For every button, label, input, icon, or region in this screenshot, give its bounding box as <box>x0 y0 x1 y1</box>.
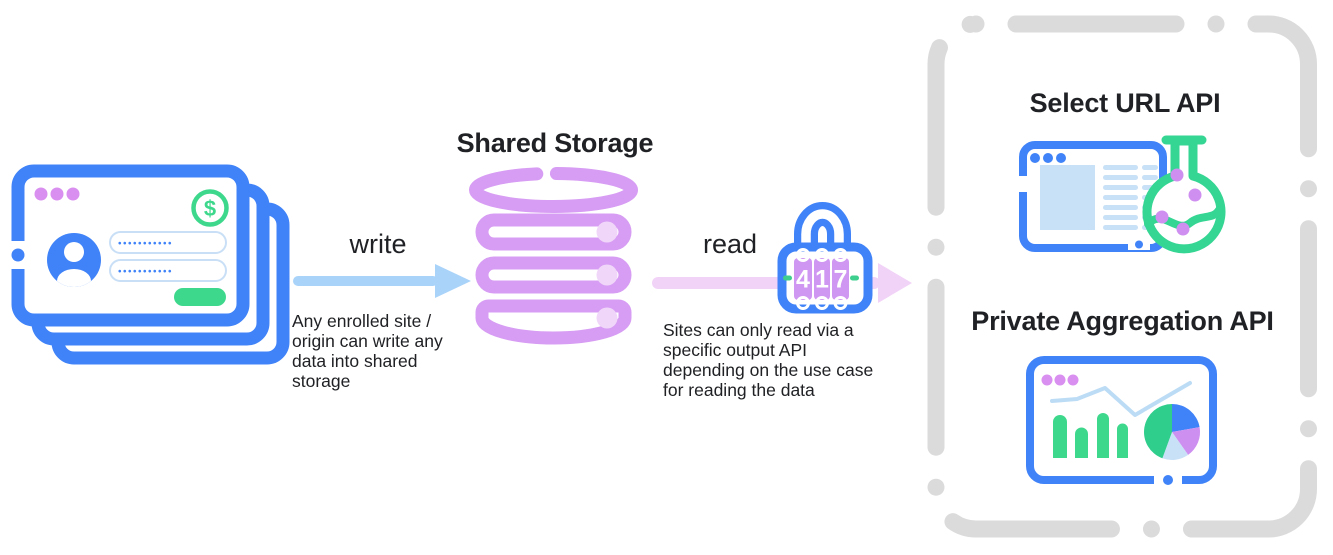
read-label: read <box>702 229 758 259</box>
lock-dial <box>814 258 830 300</box>
window-dots <box>1041 374 1079 386</box>
database-band <box>475 213 632 251</box>
pie-chart <box>1144 403 1201 460</box>
database-dot <box>596 221 618 243</box>
submit-button <box>174 288 226 306</box>
shared-storage-title: Shared Storage <box>456 128 654 158</box>
enrolled-sites-icon: $ ••••••••••• ••••••••••• <box>10 164 290 365</box>
lock-digit: 4 <box>796 266 810 294</box>
flask-icon <box>1142 135 1226 254</box>
select-url-api-title: Select URL API <box>1029 88 1221 118</box>
password-field-2: ••••••••••• <box>109 259 227 282</box>
private-aggregation-api-title: Private Aggregation API <box>971 306 1274 336</box>
dollar-icon: $ <box>191 189 229 227</box>
window-dots <box>1030 153 1066 163</box>
border-dot <box>1135 240 1143 249</box>
private-aggregation-api-icon <box>1026 356 1217 485</box>
write-arrow <box>293 264 471 298</box>
lock-digit: 7 <box>834 266 848 294</box>
dial-partial-digits <box>796 248 848 310</box>
lock-dial <box>794 258 812 300</box>
database-dot <box>596 264 618 286</box>
write-description: Any enrolled site / origin can write any… <box>292 311 443 391</box>
write-label: write <box>349 229 407 259</box>
window-card-front: $ ••••••••••• ••••••••••• <box>10 164 250 327</box>
database-dot <box>596 307 618 329</box>
window-dots <box>34 187 80 201</box>
database-band <box>475 299 632 345</box>
lock-dash <box>850 275 859 281</box>
content-thumbnail <box>1040 165 1095 230</box>
browser-window <box>1016 141 1167 252</box>
line-chart <box>1050 381 1192 417</box>
database-icon <box>469 167 638 345</box>
combination-lock-icon: 4 1 7 <box>777 202 873 314</box>
flask-bubbles <box>1155 168 1202 236</box>
select-url-api-icon <box>1016 135 1226 254</box>
output-boundary-dashed-border <box>927 15 1317 538</box>
svg-text:$: $ <box>204 196 216 221</box>
lock-dial <box>832 258 849 300</box>
database-top <box>469 167 638 213</box>
border-dot <box>11 248 25 262</box>
lock-digit: 1 <box>815 266 829 294</box>
border-dot <box>1163 475 1173 485</box>
svg-text:•••••••••••: ••••••••••• <box>118 239 173 250</box>
lock-dash <box>783 275 792 281</box>
password-field-1: ••••••••••• <box>109 231 227 254</box>
bar-chart <box>1053 413 1128 458</box>
database-band <box>475 256 632 294</box>
svg-text:•••••••••••: ••••••••••• <box>118 267 173 278</box>
avatar-icon <box>47 233 101 287</box>
read-description: Sites can only read via a specific outpu… <box>663 320 874 400</box>
